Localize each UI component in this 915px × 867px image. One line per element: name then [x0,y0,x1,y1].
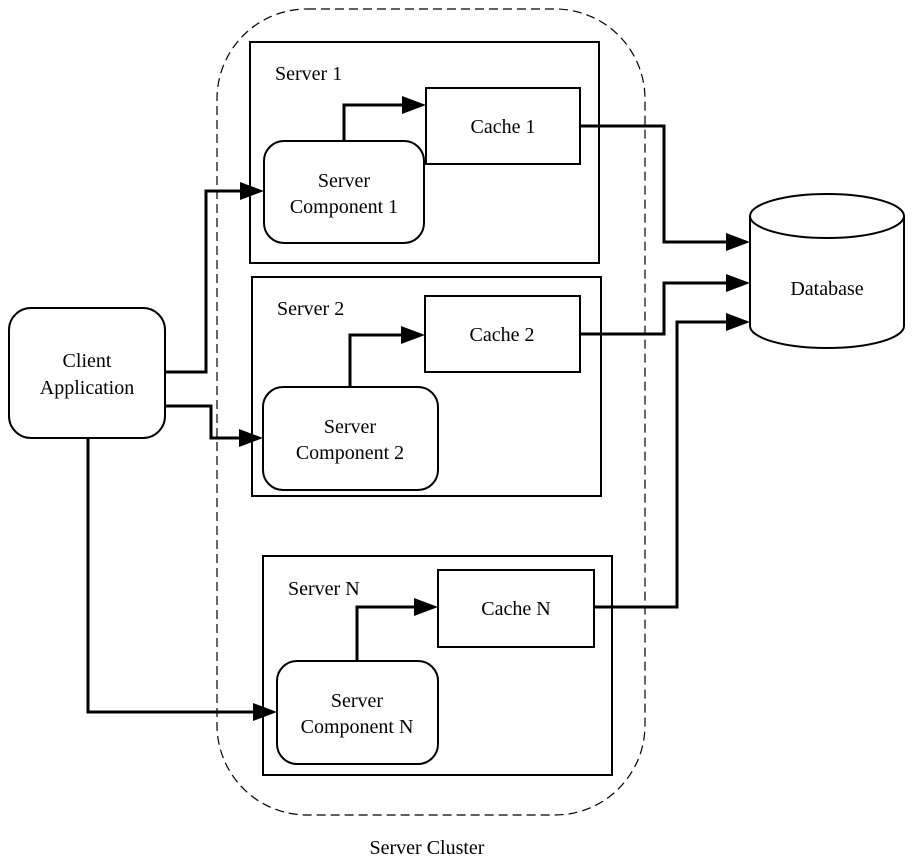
database-label: Database [790,278,863,300]
connector-component-1-to-cache-1 [342,103,402,141]
server-1-title: Server 1 [275,63,342,85]
server-component-n-line2: Component N [301,716,414,738]
arrowhead-client-to-component-n [253,703,277,721]
connector-cache-2-to-database [580,281,726,336]
database: Database [749,193,905,349]
arrowhead-cache-2-to-database [726,274,750,292]
connector-client-to-component-1 [165,189,240,374]
cache-n: Cache N [437,569,595,648]
server-component-1: Server Component 1 [263,140,425,244]
cache-2: Cache 2 [424,295,581,373]
database-cylinder-top [749,193,905,239]
server-component-1-line2: Component 1 [290,196,398,218]
client-application: Client Application [8,307,166,439]
server-component-1-line1: Server [318,170,371,192]
server-component-n-line1: Server [331,690,384,712]
server-component-2: Server Component 2 [262,386,439,491]
arrowhead-cache-1-to-database [726,233,750,251]
database-cylinder-body [749,216,905,349]
cache-1-label: Cache 1 [471,116,536,138]
arrowhead-client-to-component-2 [239,429,263,447]
server-component-2-line2: Component 2 [296,442,404,464]
server-cluster-boundary [216,8,646,816]
connector-component-2-to-cache-2 [348,333,401,387]
cache-2-label: Cache 2 [470,324,535,346]
server-2-title: Server 2 [277,298,344,320]
client-label-line2: Application [40,377,134,399]
connector-client-to-component-2 [165,404,239,440]
connector-cache-1-to-database [580,124,726,244]
server-1: Server 1 Cache 1 Server Component 1 [249,41,600,264]
arrowhead-client-to-component-1 [240,182,264,200]
server-component-2-line1: Server [324,416,377,438]
cache-1: Cache 1 [425,87,581,165]
arrowhead-component-2-to-cache-2 [401,326,425,344]
client-label-line1: Client [63,350,112,372]
server-n-title: Server N [288,578,360,600]
cache-n-label: Cache N [481,598,550,620]
arrowhead-component-n-to-cache-n [414,598,438,616]
server-2: Server 2 Cache 2 Server Component 2 [251,276,602,497]
server-n: Server N Cache N Server Component N [262,555,613,776]
connector-component-n-to-cache-n [355,605,414,661]
arrowhead-cache-n-to-database [726,313,750,331]
server-component-n: Server Component N [276,660,439,765]
connector-client-to-component-n [86,438,253,714]
connector-cache-n-to-database [594,320,726,609]
arrowhead-component-1-to-cache-1 [402,96,426,114]
server-cluster-label: Server Cluster [370,837,485,859]
